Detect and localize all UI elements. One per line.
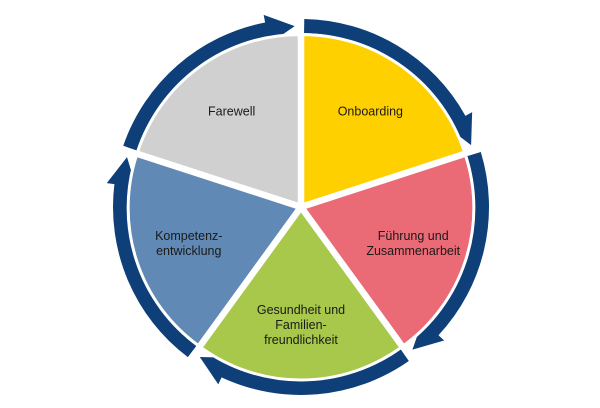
segment-label-line: Gesundheit und (257, 303, 345, 317)
segment-label-line: Kompetenz- (155, 229, 222, 243)
segment-farewell (135, 33, 301, 207)
segment-gesundheit (198, 207, 404, 382)
segment-label-line: entwicklung (156, 244, 221, 258)
segment-label-line: freundlichkeit (264, 333, 338, 347)
cycle-segments (126, 33, 476, 382)
cycle-arrow-kompetenz (106, 157, 197, 358)
cycle-arrow-farewell (123, 14, 295, 151)
segment-kompetenz (126, 153, 301, 348)
segment-onboarding (301, 33, 467, 207)
segment-label-line: Zusammenarbeit (366, 244, 460, 258)
segment-label-onboarding: Onboarding (338, 105, 403, 119)
segment-label-line: Familien- (275, 318, 326, 332)
segment-label-kompetenz: Kompetenz-entwicklung (155, 229, 222, 258)
segment-label-line: Führung und (378, 229, 449, 243)
segment-label-line: Onboarding (338, 105, 403, 119)
cycle-arrow-gesundheit (199, 349, 409, 395)
segment-label-line: Farewell (208, 105, 255, 119)
segment-label-farewell: Farewell (208, 105, 255, 119)
segment-fuehrung (301, 153, 476, 348)
